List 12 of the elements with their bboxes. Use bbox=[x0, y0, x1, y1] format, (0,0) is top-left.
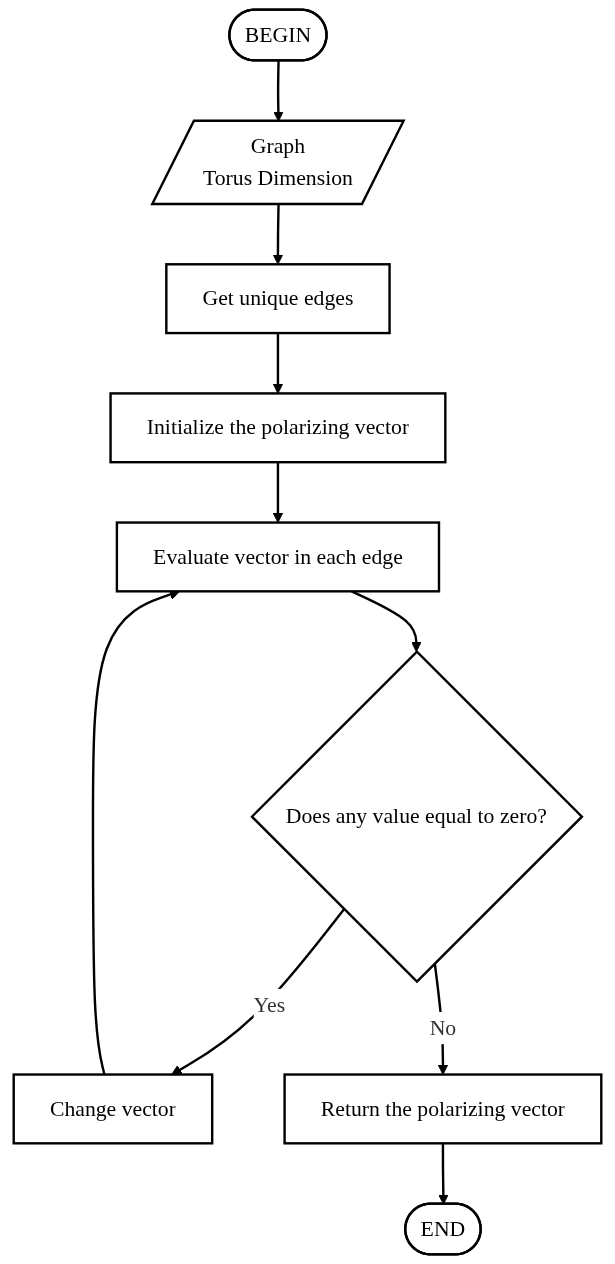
arrow bbox=[272, 333, 284, 394]
node-box: Return the polarizing vector bbox=[283, 1073, 603, 1145]
arrow bbox=[272, 204, 284, 265]
node-box: Change vector bbox=[12, 1073, 214, 1145]
node-box: Evaluate vector in each edge bbox=[115, 521, 441, 593]
edge-label: No bbox=[429, 1015, 457, 1040]
arrow bbox=[171, 908, 345, 1075]
node-box: Get unique edges bbox=[165, 263, 391, 335]
arrow bbox=[272, 462, 284, 523]
edge-label: Yes bbox=[253, 992, 286, 1017]
node-box: Initialize the polarizing vector bbox=[109, 392, 447, 464]
node-diamond: Does any value equal to zero? bbox=[250, 649, 584, 984]
